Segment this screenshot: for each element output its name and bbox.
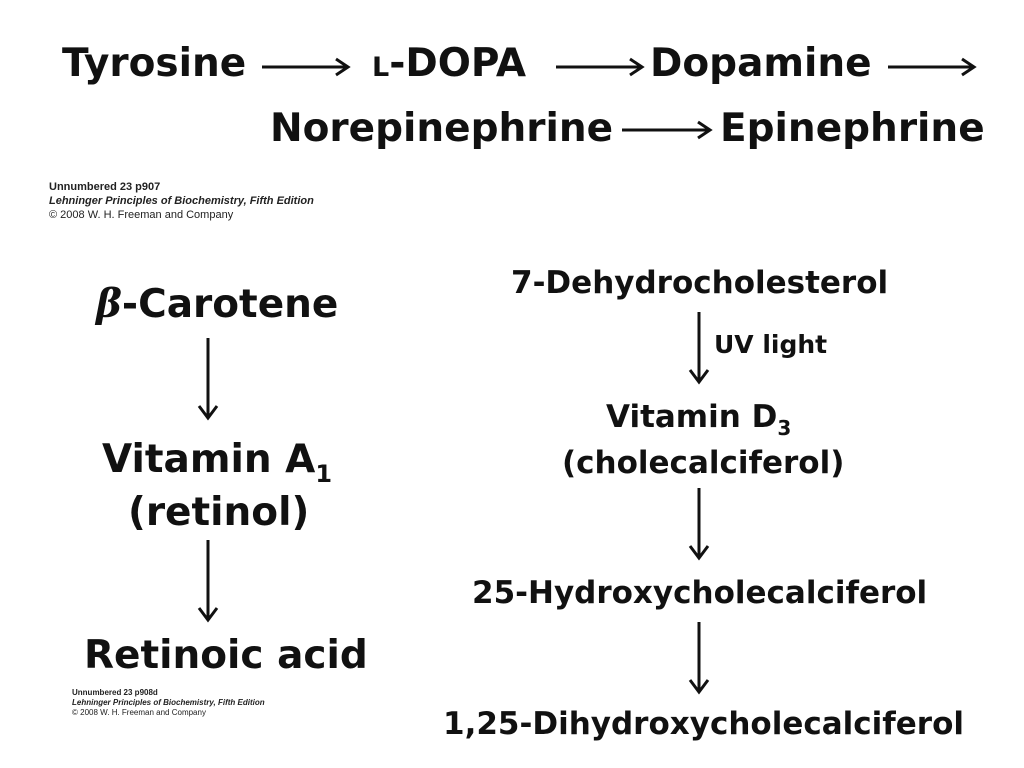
vitamin-a-base: Vitamin A (102, 437, 316, 482)
caption-2: Unnumbered 23 p908d Lehninger Principles… (72, 688, 265, 718)
label-dopamine: Dopamine (650, 41, 872, 86)
caption-1-book: Lehninger Principles of Biochemistry, Fi… (49, 195, 314, 207)
label-7-dehydrocholesterol: 7-Dehydrocholesterol (511, 265, 889, 301)
label-uv-light: UV light (714, 330, 828, 359)
arrow-down-a1 (197, 338, 219, 421)
arrow-right-2 (556, 57, 645, 77)
label-retinoic-acid: Retinoic acid (84, 633, 368, 678)
label-retinol: (retinol) (128, 490, 310, 535)
label-vitamin-d3: Vitamin D3 (606, 399, 791, 439)
caption-1: Unnumbered 23 p907 Lehninger Principles … (49, 180, 314, 222)
caption-1-copyright: © 2008 W. H. Freeman and Company (49, 209, 234, 221)
vitamin-d-subscript: 3 (777, 416, 792, 440)
label-1-25-dihydroxycholecalciferol: 1,25-Dihydroxycholecalciferol (443, 706, 965, 742)
vitamin-a-subscript: 1 (315, 460, 333, 488)
label-norepinephrine: Norepinephrine (270, 106, 614, 151)
vitamin-d-base: Vitamin D (606, 399, 778, 435)
l-dopa-rest: -DOPA (389, 41, 527, 86)
caption-1-title: Unnumbered 23 p907 (49, 181, 161, 193)
arrow-right-4 (622, 120, 713, 140)
label-tyrosine: Tyrosine (62, 41, 247, 86)
label-vitamin-a1: Vitamin A1 (102, 437, 332, 486)
arrow-right-1 (262, 57, 351, 77)
arrow-down-d2 (688, 488, 710, 561)
arrow-right-3 (888, 57, 977, 77)
beta-symbol: β (96, 281, 122, 327)
label-beta-carotene: β-Carotene (96, 282, 339, 327)
caption-2-book: Lehninger Principles of Biochemistry, Fi… (72, 698, 265, 707)
label-epinephrine: Epinephrine (720, 106, 985, 151)
label-25-hydroxycholecalciferol: 25-Hydroxycholecalciferol (472, 575, 928, 611)
label-cholecalciferol: (cholecalciferol) (562, 445, 845, 481)
carotene-rest: -Carotene (121, 282, 339, 327)
arrow-down-a2 (197, 540, 219, 623)
arrow-down-d3 (688, 622, 710, 695)
caption-2-title: Unnumbered 23 p908d (72, 688, 158, 697)
label-l-dopa: L-DOPA (372, 44, 526, 83)
caption-2-copyright: © 2008 W. H. Freeman and Company (72, 708, 206, 717)
l-prefix: L (372, 52, 390, 83)
arrow-down-d1 (688, 312, 710, 385)
